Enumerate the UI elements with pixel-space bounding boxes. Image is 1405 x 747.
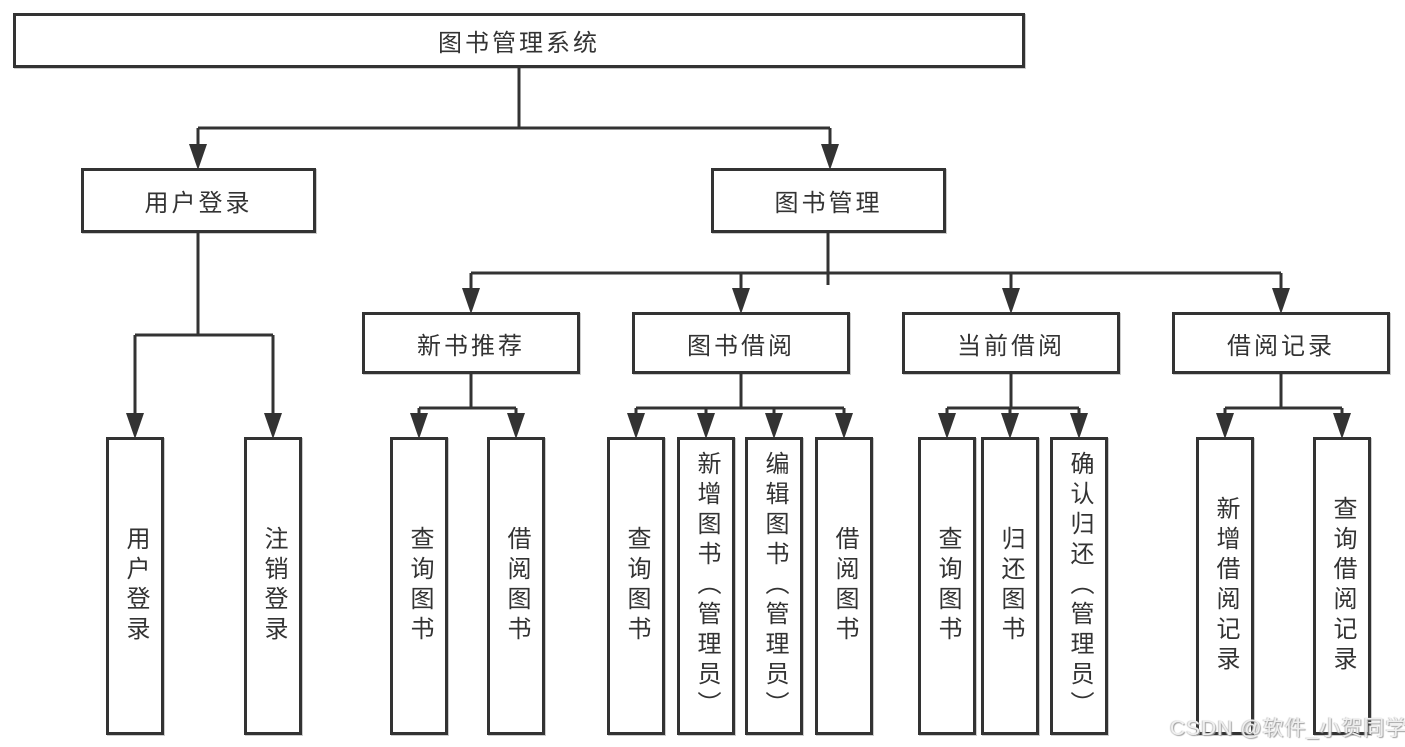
node-book-management: 图书管理 <box>711 168 946 233</box>
leaf-add-borrow-record: 新增借阅记录 <box>1196 437 1254 735</box>
node-label: 图书借阅 <box>687 332 795 360</box>
node-label: 借阅图书 <box>503 526 530 646</box>
node-label: 编辑图书（管理员） <box>761 451 788 721</box>
node-label: 借阅图书 <box>831 526 858 646</box>
leaf-return-book: 归还图书 <box>981 437 1039 735</box>
node-user-login: 用户登录 <box>81 168 316 233</box>
leaf-query-book-borrow: 查询图书 <box>607 437 665 735</box>
node-label: 图书管理 <box>774 190 883 217</box>
node-new-book-recommend: 新书推荐 <box>362 312 580 374</box>
leaf-edit-book-admin: 编辑图书（管理员） <box>745 437 803 735</box>
node-label: 用户登录 <box>144 190 253 217</box>
node-label: 查询借阅记录 <box>1329 496 1356 676</box>
node-label: 确认归还（管理员） <box>1066 451 1093 721</box>
node-current-borrow: 当前借阅 <box>902 312 1120 374</box>
node-label: 查询图书 <box>934 526 961 646</box>
node-label: 图书管理系统 <box>438 30 600 57</box>
leaf-borrow-book-recommend: 借阅图书 <box>487 437 545 735</box>
node-label: 注销登录 <box>260 526 287 646</box>
leaf-query-borrow-record: 查询借阅记录 <box>1313 437 1371 735</box>
node-label: 用户登录 <box>122 526 149 646</box>
node-label: 新增借阅记录 <box>1212 496 1239 676</box>
leaf-borrow-book: 借阅图书 <box>815 437 873 735</box>
node-label: 当前借阅 <box>957 332 1065 360</box>
node-borrow-record: 借阅记录 <box>1172 312 1390 374</box>
node-book-borrow: 图书借阅 <box>632 312 850 374</box>
leaf-query-book-recommend: 查询图书 <box>390 437 448 735</box>
node-label: 新书推荐 <box>417 332 525 360</box>
node-label: 借阅记录 <box>1227 332 1335 360</box>
leaf-user-login: 用户登录 <box>106 437 164 735</box>
node-label: 查询图书 <box>406 526 433 646</box>
leaf-confirm-return-admin: 确认归还（管理员） <box>1050 437 1108 735</box>
leaf-logout: 注销登录 <box>244 437 302 735</box>
leaf-add-book-admin: 新增图书（管理员） <box>677 437 735 735</box>
node-library-management-system: 图书管理系统 <box>13 13 1025 68</box>
node-label: 新增图书（管理员） <box>693 451 720 721</box>
arrowheads <box>126 144 1351 439</box>
csdn-watermark: CSDN @软件_小贺同学 <box>1170 717 1405 740</box>
node-label: 归还图书 <box>997 526 1024 646</box>
node-label: 查询图书 <box>623 526 650 646</box>
leaf-query-book-current: 查询图书 <box>918 437 976 735</box>
